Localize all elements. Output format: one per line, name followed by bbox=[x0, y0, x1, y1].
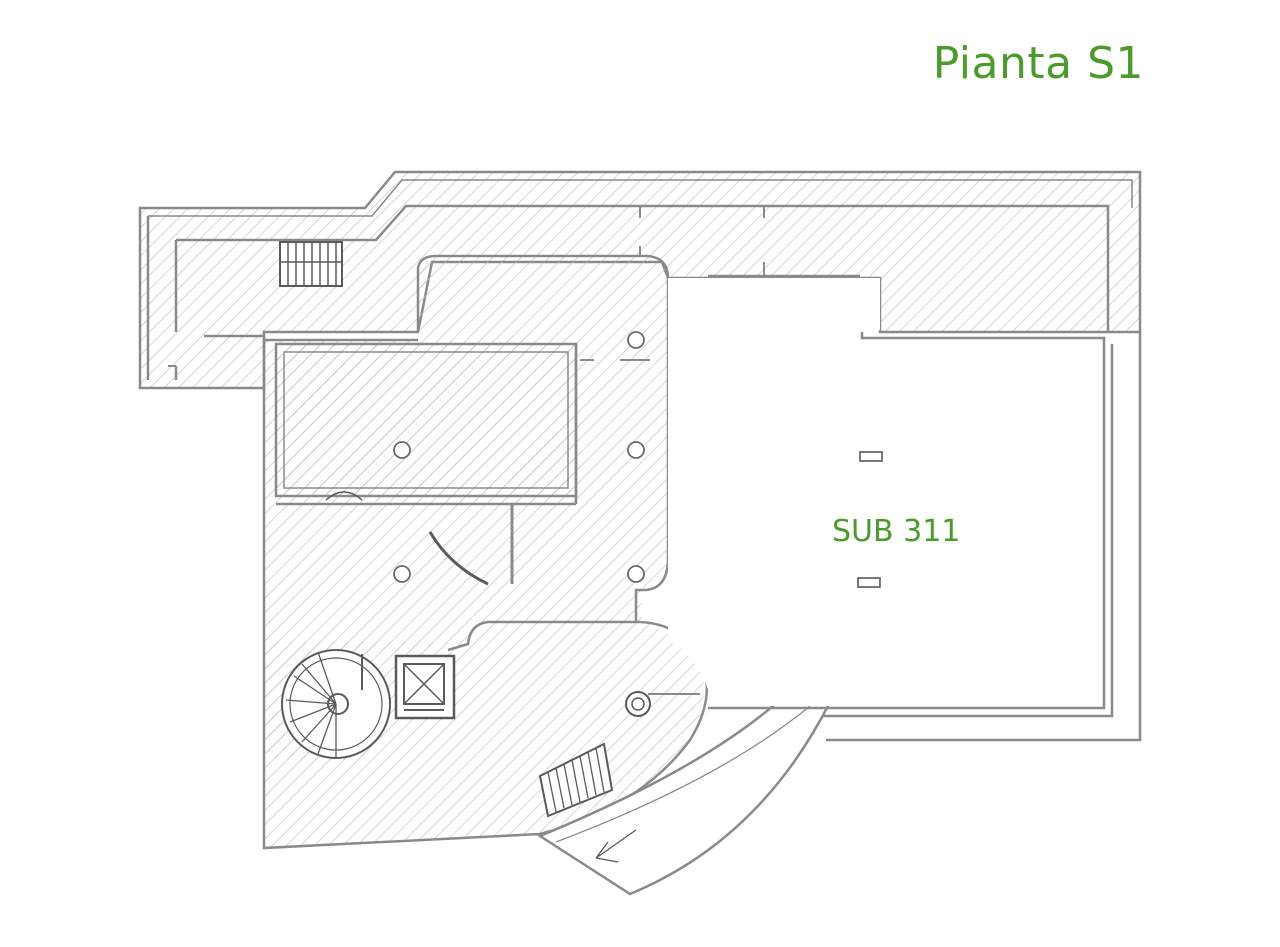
inner-room bbox=[274, 342, 578, 498]
elevator bbox=[394, 654, 456, 720]
stairs-bottom bbox=[538, 742, 614, 818]
column-5 bbox=[627, 565, 645, 583]
ramp-arrow bbox=[595, 829, 637, 863]
inner-room-inner-line bbox=[283, 351, 569, 489]
pillar-2 bbox=[857, 577, 881, 588]
unit-sub-311-wall bbox=[708, 332, 1106, 710]
curved-partition bbox=[428, 531, 489, 586]
outer-wall-inner-line bbox=[148, 179, 1133, 217]
unit-sub-311 bbox=[668, 278, 1104, 706]
plan-title: Pianta S1 bbox=[932, 38, 1144, 89]
inner-room-door bbox=[325, 491, 363, 501]
central-block-right-wall bbox=[416, 254, 670, 622]
column-6-inner bbox=[631, 697, 645, 711]
pillar-1 bbox=[859, 451, 883, 462]
column-4 bbox=[393, 565, 411, 583]
column-3 bbox=[627, 441, 645, 459]
ramp-inner-line bbox=[555, 705, 811, 843]
unit-label: SUB 311 bbox=[832, 514, 961, 549]
left-room-wall bbox=[146, 216, 178, 380]
stairs-top bbox=[279, 241, 343, 287]
column-1 bbox=[627, 331, 645, 349]
spiral-stair bbox=[281, 649, 391, 759]
column-2 bbox=[393, 441, 411, 459]
outer-right-wall bbox=[822, 332, 1142, 742]
corridor-inner-wall bbox=[176, 204, 1110, 332]
